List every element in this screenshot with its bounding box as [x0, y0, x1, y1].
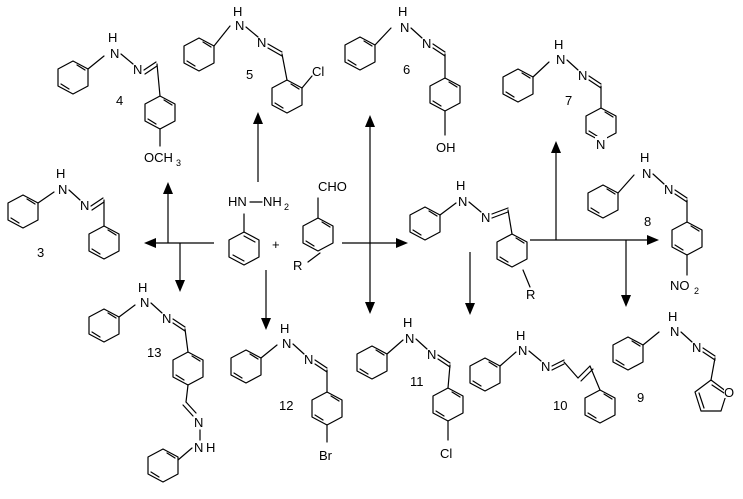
- c5-cl: Cl: [312, 64, 324, 79]
- c7-pyridine-n: N: [596, 137, 605, 152]
- c13-n2: N: [162, 311, 171, 326]
- label-6: 6: [403, 62, 410, 77]
- compound-7: H N N N 7: [502, 37, 617, 152]
- c9-h: H: [668, 309, 677, 324]
- label-12: 12: [279, 398, 293, 413]
- label-10: 10: [553, 398, 567, 413]
- c5-n1: N: [235, 18, 244, 33]
- c7-n2: N: [578, 68, 587, 83]
- c4-och3-sub: 3: [176, 158, 181, 168]
- reagent-hn: HN: [228, 194, 247, 209]
- c10-h: H: [516, 328, 525, 343]
- c3-n2: N: [80, 198, 89, 213]
- c8-h: H: [640, 150, 649, 165]
- c8-n2: N: [664, 182, 673, 197]
- c6-oh: OH: [436, 140, 456, 155]
- general-r: R: [526, 287, 535, 302]
- c11-cl: Cl: [440, 446, 452, 461]
- c5-h: H: [233, 4, 242, 19]
- c6-h: H: [398, 4, 407, 19]
- c7-n1: N: [556, 52, 565, 67]
- label-13: 13: [147, 345, 161, 360]
- general-n1: N: [458, 194, 467, 209]
- compound-13: H N N N N H 13: [88, 280, 215, 483]
- c9-n1: N: [670, 324, 679, 339]
- c13-h: H: [138, 280, 147, 295]
- c13-n4: N: [194, 440, 203, 455]
- c13-n3: N: [194, 415, 203, 430]
- reagent-benzaldehyde: CHO R: [293, 179, 347, 273]
- plus-sign: +: [272, 237, 280, 252]
- c11-n1: N: [405, 331, 414, 346]
- compound-5: H N N Cl 5: [183, 4, 324, 114]
- general-n2: N: [481, 210, 490, 225]
- label-5: 5: [246, 67, 253, 82]
- compound-9: H N N O 9: [612, 309, 735, 412]
- c6-n2: N: [422, 36, 431, 51]
- compound-11: H N N Cl 11: [356, 315, 464, 461]
- reaction-arrows: [144, 112, 659, 330]
- c12-n1: N: [282, 336, 291, 351]
- c8-n1: N: [642, 166, 651, 181]
- reagent-cho: CHO: [318, 179, 347, 194]
- c4-n2: N: [133, 62, 142, 77]
- general-h: H: [456, 178, 465, 193]
- c4-n1: N: [110, 46, 119, 61]
- compound-4: H N N OCH 3 4: [57, 30, 181, 168]
- compound-10: H N N 10: [469, 328, 616, 424]
- label-11: 11: [410, 374, 424, 389]
- c13-h2: H: [206, 440, 215, 455]
- c4-h: H: [108, 30, 117, 45]
- c11-h: H: [403, 315, 412, 330]
- c11-n2: N: [427, 347, 436, 362]
- reagent-nh2: NH: [263, 194, 282, 209]
- c7-h: H: [554, 37, 563, 52]
- c4-och3: OCH: [144, 150, 173, 165]
- label-3: 3: [37, 245, 44, 260]
- c3-h: H: [56, 166, 65, 181]
- c12-n2: N: [304, 352, 313, 367]
- c8-no2-sub: 2: [694, 286, 699, 296]
- compound-6: H N N OH 6: [344, 4, 461, 155]
- compound-8: H N N NO 2 8: [587, 150, 703, 296]
- c9-furan-o: O: [724, 385, 734, 400]
- label-9: 9: [637, 390, 644, 405]
- label-7: 7: [565, 93, 572, 108]
- c10-n2: N: [541, 359, 550, 374]
- c12-h: H: [280, 321, 289, 336]
- compound-12: H N N Br 12: [230, 321, 343, 463]
- reagent-nh2-sub: 2: [284, 202, 289, 212]
- label-4: 4: [116, 93, 123, 108]
- c9-n2: N: [692, 340, 701, 355]
- compound-3: H N N 3: [7, 166, 120, 260]
- c5-n2: N: [257, 35, 266, 50]
- c3-n1: N: [58, 182, 67, 197]
- reagent-r: R: [293, 258, 302, 273]
- general-product: H N N R: [409, 178, 535, 302]
- c8-no2: NO: [670, 278, 690, 293]
- c10-n1: N: [518, 343, 527, 358]
- c6-n1: N: [400, 20, 409, 35]
- label-8: 8: [644, 214, 651, 229]
- reagent-phenylhydrazine: HN NH 2: [228, 194, 289, 266]
- c12-br: Br: [319, 448, 333, 463]
- c13-n1: N: [140, 295, 149, 310]
